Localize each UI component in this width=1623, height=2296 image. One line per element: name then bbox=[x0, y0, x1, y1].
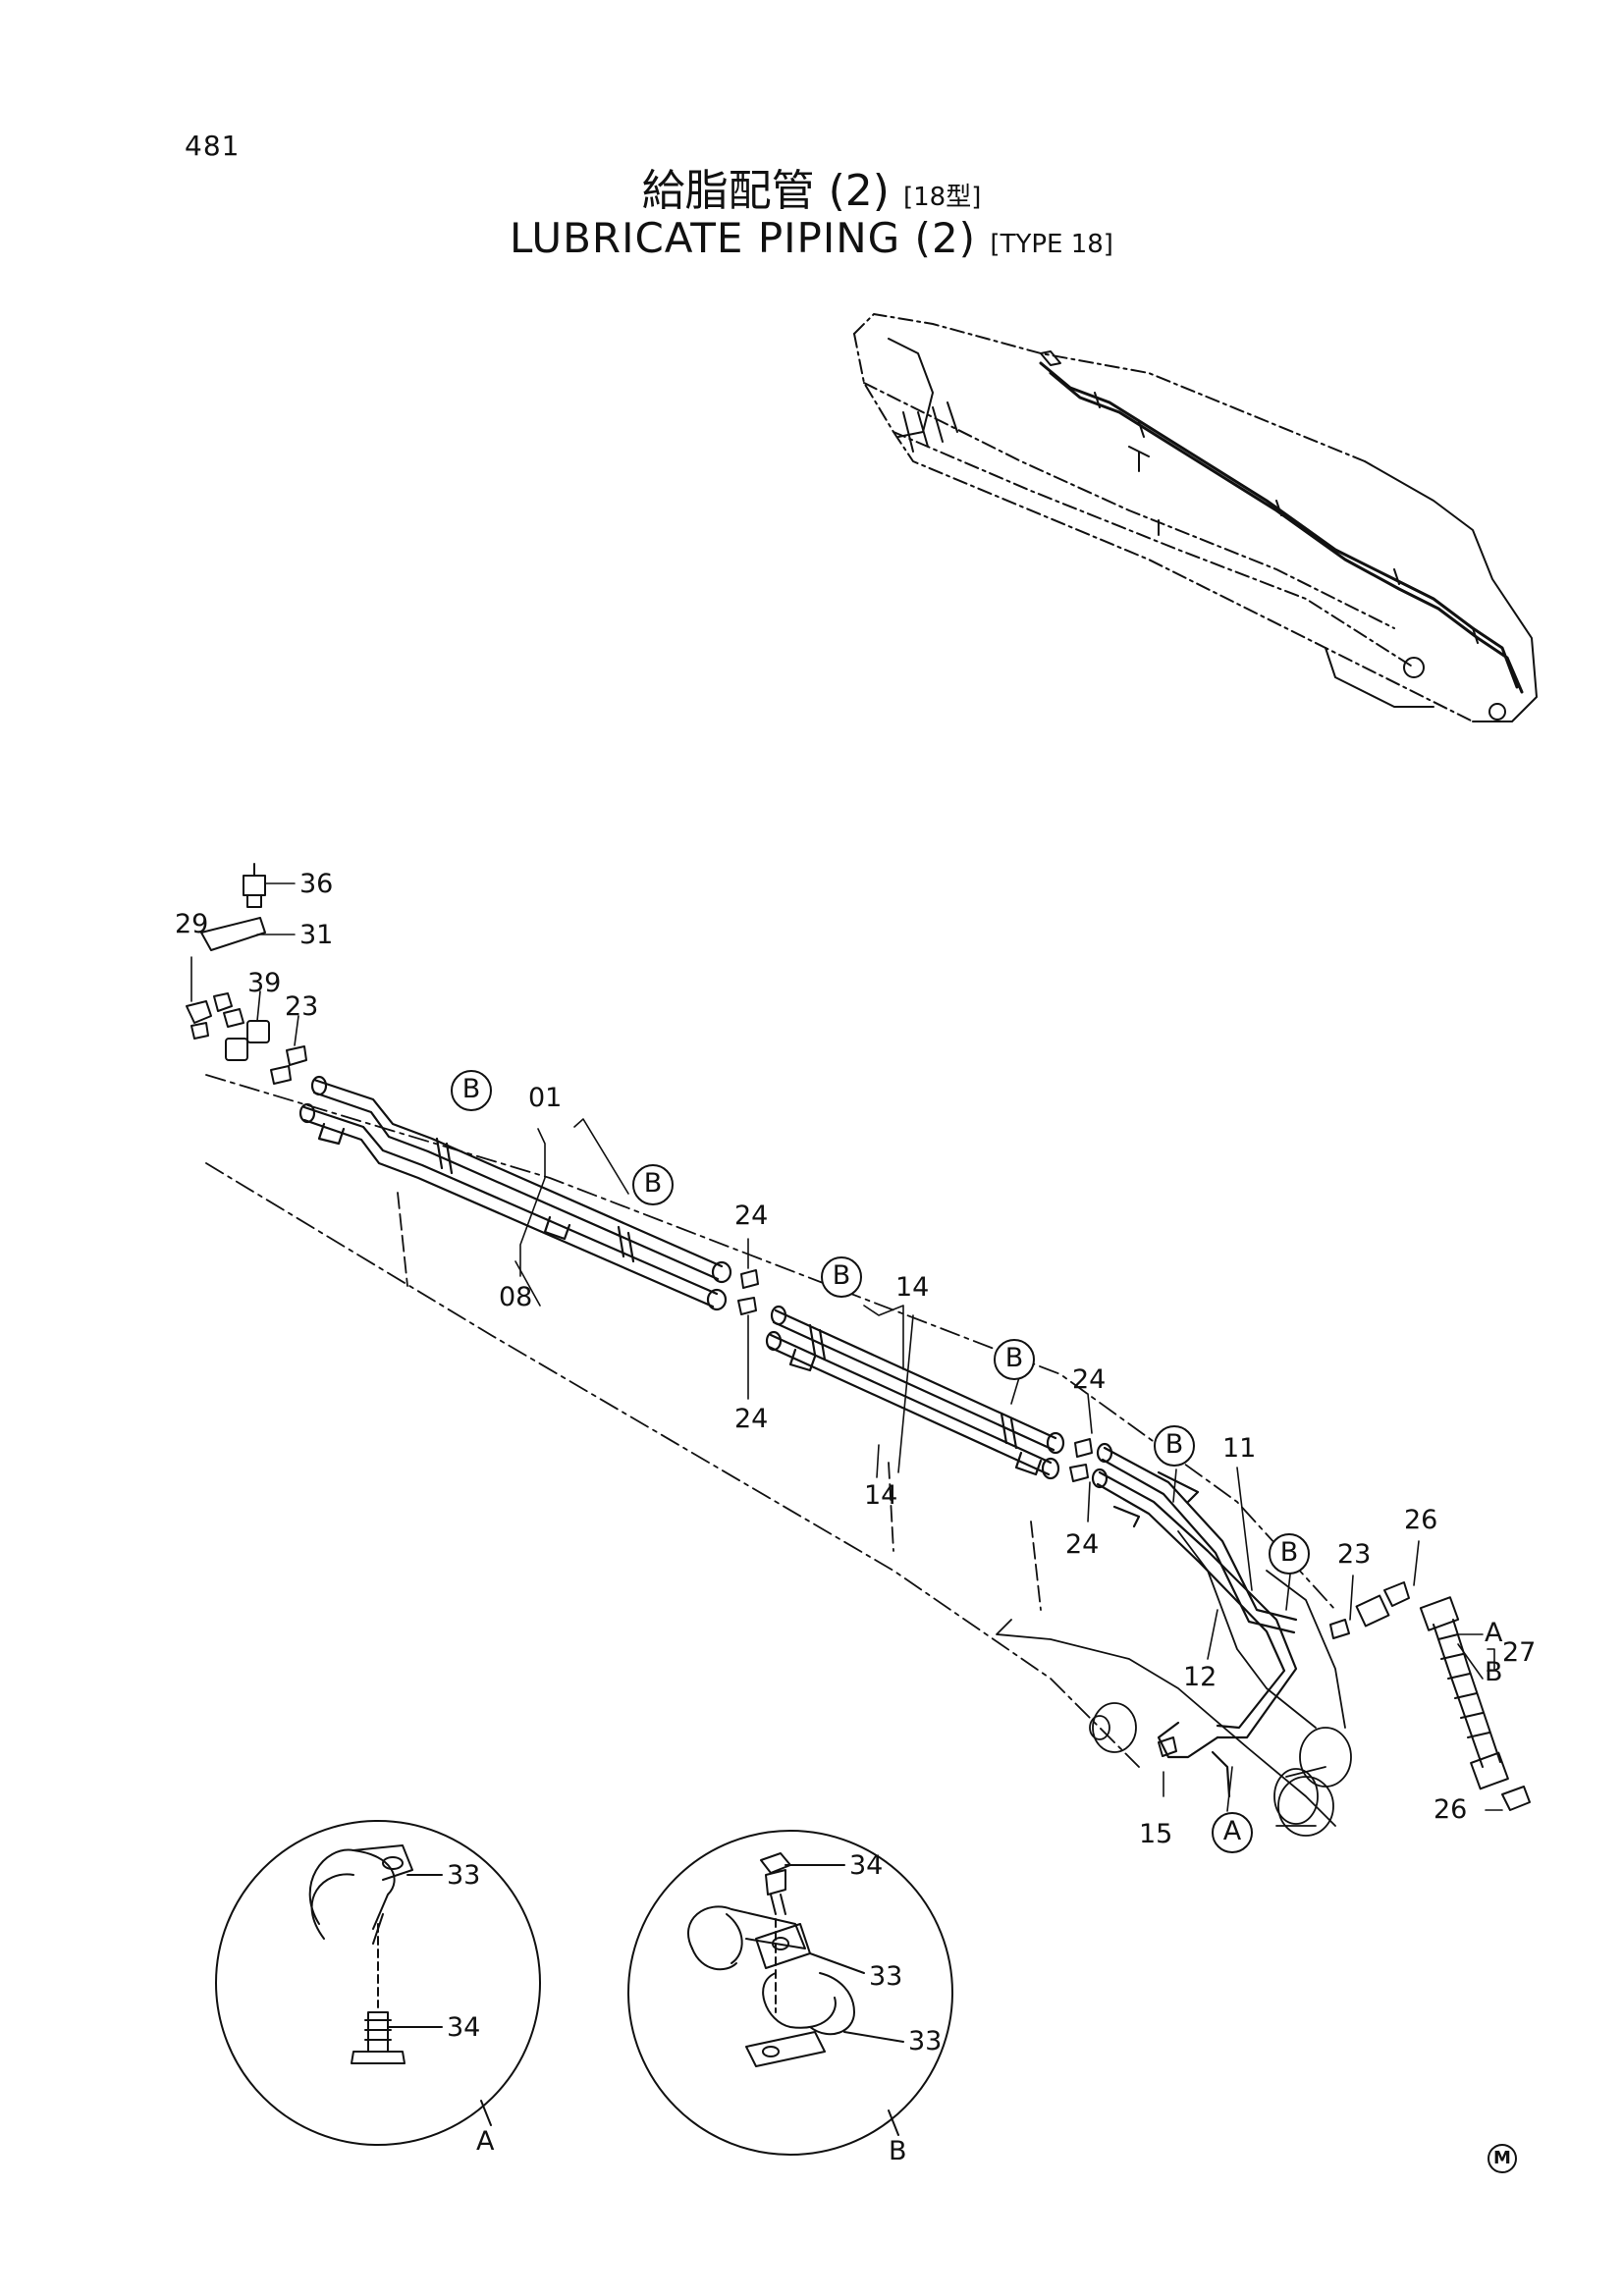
callout-23-right: 23 bbox=[1337, 1539, 1372, 1570]
circled-ref-b-5: B bbox=[1154, 1425, 1195, 1467]
circled-ref-b-2: B bbox=[632, 1164, 674, 1205]
callout-31: 31 bbox=[299, 920, 334, 950]
detail-circle-B bbox=[627, 1830, 953, 2156]
callout-24-d: 24 bbox=[1065, 1529, 1100, 1560]
title-japanese: 給脂配管 (2) [18型] bbox=[641, 166, 982, 216]
title-english: LUBRICATE PIPING (2) [TYPE 18] bbox=[510, 214, 1113, 262]
callout-29: 29 bbox=[175, 909, 209, 939]
callout-14-a: 14 bbox=[895, 1272, 930, 1303]
leader-lines bbox=[190, 882, 1503, 1812]
circled-ref-a: A bbox=[1212, 1812, 1253, 1853]
fittings bbox=[186, 863, 1531, 1811]
circled-ref-b-1: B bbox=[451, 1070, 492, 1111]
callout-14-b: 14 bbox=[864, 1480, 898, 1511]
callout-27-b: B bbox=[1485, 1657, 1503, 1687]
pipe-run-14 bbox=[765, 1305, 1065, 1480]
callout-24-a: 24 bbox=[734, 1201, 769, 1231]
callout-24-c: 24 bbox=[1072, 1364, 1107, 1395]
circled-ref-b-4: B bbox=[994, 1339, 1035, 1380]
pipe-run-11-12 bbox=[1091, 1442, 1298, 1798]
detail-b-callout-34: 34 bbox=[849, 1850, 884, 1881]
page-number: 481 bbox=[185, 130, 241, 162]
callout-26-bottom: 26 bbox=[1434, 1794, 1468, 1825]
footer-mark: M bbox=[1488, 2144, 1517, 2173]
callout-24-b: 24 bbox=[734, 1404, 769, 1434]
callout-39: 39 bbox=[247, 968, 282, 998]
circled-ref-b-3: B bbox=[821, 1256, 862, 1298]
callout-15: 15 bbox=[1139, 1819, 1173, 1849]
callout-23-top: 23 bbox=[285, 991, 319, 1022]
detail-b-callout-33-lower: 33 bbox=[908, 2026, 943, 2056]
callout-11: 11 bbox=[1222, 1433, 1257, 1464]
callout-12: 12 bbox=[1183, 1662, 1217, 1692]
callout-36: 36 bbox=[299, 869, 334, 899]
callout-27: 27 bbox=[1502, 1637, 1537, 1668]
detail-b-callout-33-upper: 33 bbox=[869, 1961, 903, 1992]
callout-26-top: 26 bbox=[1404, 1505, 1438, 1535]
detail-a-callout-34: 34 bbox=[447, 2012, 481, 2043]
callout-27-a: A bbox=[1485, 1618, 1503, 1648]
detail-a-label: A bbox=[476, 2126, 495, 2157]
circled-ref-b-6: B bbox=[1269, 1533, 1310, 1575]
detail-a-callout-33: 33 bbox=[447, 1860, 481, 1891]
detail-b-label: B bbox=[889, 2136, 907, 2166]
callout-01: 01 bbox=[528, 1083, 563, 1113]
overview-boom-illustration bbox=[853, 313, 1538, 722]
main-boom-outline bbox=[205, 1074, 1352, 1837]
pipe-run-01 bbox=[298, 1075, 732, 1311]
detail-circle-A bbox=[215, 1820, 541, 2146]
callout-08: 08 bbox=[499, 1282, 533, 1312]
